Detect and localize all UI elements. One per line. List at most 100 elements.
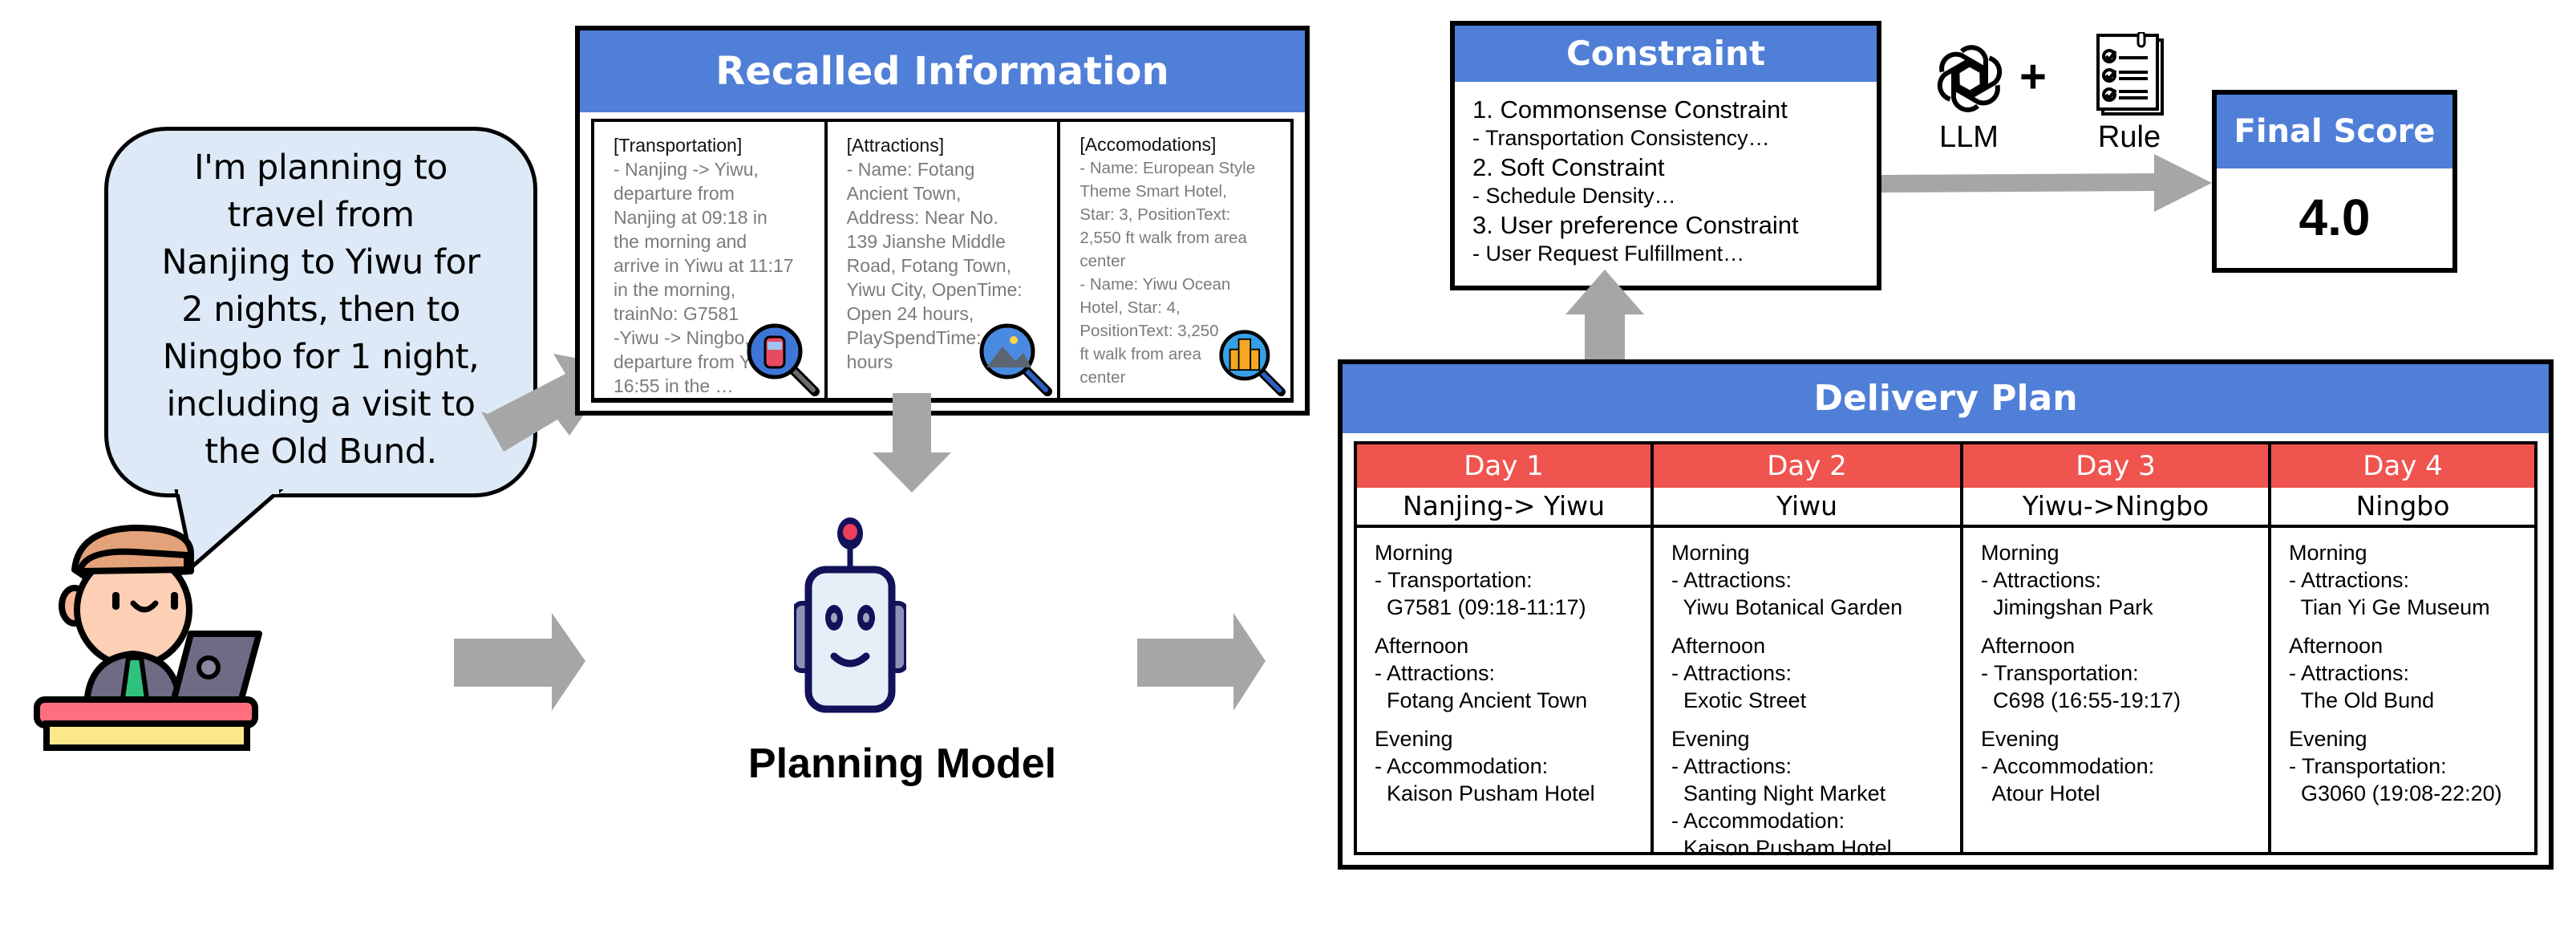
time-slot: Morning- Transportation: G7581 (09:18-11…: [1375, 539, 1651, 621]
time-slot: Evening - Accommodation: Atour Hotel: [1981, 725, 2268, 807]
time-slot: Afternoon - Attractions: The Old Bund: [2289, 632, 2534, 714]
building-search-icon: [1219, 330, 1286, 396]
activity-line: G3060 (19:08-22:20): [2289, 781, 2502, 805]
day-city: Nanjing-> Yiwu: [1357, 488, 1651, 528]
constraint-title: Constraint: [1455, 26, 1877, 82]
constraint-item: 2. Soft Constraint: [1472, 153, 1665, 181]
activity-line: Jimingshan Park: [1981, 595, 2153, 619]
activity-line: - Transportation:: [1981, 661, 2139, 685]
day-city: Yiwu: [1654, 488, 1960, 528]
activity-line: Yiwu Botanical Garden: [1671, 595, 1903, 619]
speech-bubble-tail: [174, 489, 284, 570]
time-slot-label: Afternoon: [1375, 634, 1469, 658]
activity-line: - Transportation:: [1375, 568, 1533, 592]
time-slot-label: Morning: [2289, 541, 2367, 565]
activity-line: - Accommodation:: [1671, 809, 1845, 833]
day-slots: Morning- Transportation: G7581 (09:18-11…: [1357, 528, 1651, 818]
time-slot-label: Morning: [1671, 541, 1750, 565]
time-slot: Afternoon- Transportation: C698 (16:55-1…: [1981, 632, 2268, 714]
recalled-column-transportation: [Transportation] - Nanjing -> Yiwu, depa…: [594, 122, 828, 398]
rule-label: Rule: [2097, 120, 2161, 154]
time-slot: Afternoon- Attractions: Fotang Ancient T…: [1375, 632, 1651, 714]
time-slot-label: Afternoon: [1671, 634, 1766, 658]
activity-line: - Attractions:: [2289, 661, 2410, 685]
train-search-icon: [747, 323, 820, 396]
user-request-line: Ningbo for 1 night,: [162, 337, 480, 377]
arrow-to-planning-model: [873, 393, 951, 493]
time-slot-label: Afternoon: [2289, 634, 2384, 658]
time-slot: Morning - Attractions: Tian Yi Ge Museum: [2289, 539, 2534, 621]
time-slot: Evening - Transportation: G3060 (19:08-22…: [2289, 725, 2534, 807]
delivery-plan-title: Delivery Plan: [1343, 364, 2549, 433]
time-slot: Evening- Accommodation: Kaison Pusham Ho…: [1375, 725, 1651, 807]
day-city: Ningbo: [2271, 488, 2534, 528]
time-slot-label: Evening: [2289, 727, 2367, 751]
user-request-line: travel from: [227, 195, 415, 235]
constraint-item: 3. User preference Constraint: [1472, 211, 1799, 239]
plus-sign: +: [2019, 51, 2047, 103]
robot-icon: [794, 517, 906, 713]
recalled-information-title: Recalled Information: [580, 30, 1305, 112]
activity-line: Atour Hotel: [1981, 781, 2100, 805]
activity-line: The Old Bund: [2289, 688, 2435, 712]
time-slot: Morning- Attractions: Jimingshan Park: [1981, 539, 2268, 621]
activity-line: Kaison Pusham Hotel: [1671, 836, 1892, 860]
activity-line: - Accommodation:: [1375, 754, 1549, 778]
column-body: - Name: Fotang Ancient Town, Address: Ne…: [846, 159, 1023, 372]
constraint-list: 1. Commonsense Constraint - Transportati…: [1455, 82, 1877, 268]
recalled-column-attractions: [Attractions] - Name: Fotang Ancient Tow…: [828, 122, 1061, 398]
column-title: [Transportation]: [614, 135, 743, 156]
arrow-user-to-model: [454, 613, 585, 711]
day-header: Day 3: [1963, 444, 2268, 488]
column-body: - Name: European Style Theme Smart Hotel…: [1079, 159, 1256, 387]
time-slot-label: Evening: [1981, 727, 2060, 751]
user-at-laptop-icon: [34, 525, 262, 751]
activity-line: - Attractions:: [1671, 568, 1792, 592]
activity-line: Fotang Ancient Town: [1375, 688, 1588, 712]
activity-line: - Attractions:: [1671, 661, 1792, 685]
day-city: Yiwu->Ningbo: [1963, 488, 2268, 528]
activity-line: - Transportation:: [2289, 754, 2447, 778]
activity-line: Exotic Street: [1671, 688, 1807, 712]
column-body: - Nanjing -> Yiwu, departure from Nanjin…: [614, 159, 794, 396]
constraint-subitem: - User Request Fulfillment…: [1472, 241, 1745, 266]
user-request-line: 2 nights, then to: [181, 290, 460, 330]
time-slot-label: Afternoon: [1981, 634, 2076, 658]
constraint-panel: Constraint 1. Commonsense Constraint - T…: [1450, 21, 1881, 290]
user-request-line: including a visit to: [166, 384, 476, 424]
final-score-panel: Final Score 4.0: [2212, 90, 2457, 273]
activity-line: Santing Night Market: [1671, 781, 1886, 805]
activity-line: - Attractions:: [2289, 568, 2410, 592]
time-slot-label: Morning: [1375, 541, 1453, 565]
day-header: Day 1: [1357, 444, 1651, 488]
final-score-value: 4.0: [2299, 189, 2371, 246]
openai-llm-icon: [1937, 45, 2003, 112]
final-score-title: Final Score: [2217, 95, 2452, 168]
arrow-model-to-plan: [1137, 613, 1266, 711]
time-slot-label: Evening: [1671, 727, 1750, 751]
column-title: [Accomodations]: [1079, 134, 1217, 155]
activity-line: - Attractions:: [1671, 754, 1792, 778]
constraint-subitem: - Schedule Density…: [1472, 184, 1676, 208]
user-request-line: I'm planning to: [194, 148, 448, 188]
activity-line: Tian Yi Ge Museum: [2289, 595, 2490, 619]
activity-line: - Accommodation:: [1981, 754, 2155, 778]
recalled-information-panel: Recalled Information [Transportation] - …: [575, 26, 1310, 416]
rule-checklist-icon: [2096, 32, 2164, 116]
arrow-to-final-score: [1881, 154, 2212, 212]
user-request-line: the Old Bund.: [205, 432, 437, 472]
user-request-line: Nanjing to Yiwu for: [161, 242, 480, 282]
recalled-column-accommodations: [Accomodations] - Name: European Style T…: [1060, 122, 1290, 398]
speech-bubble: [104, 127, 537, 497]
planning-model-label: Planning Model: [747, 740, 1057, 787]
llm-label: LLM: [1939, 120, 1999, 154]
landscape-search-icon: [979, 323, 1053, 396]
